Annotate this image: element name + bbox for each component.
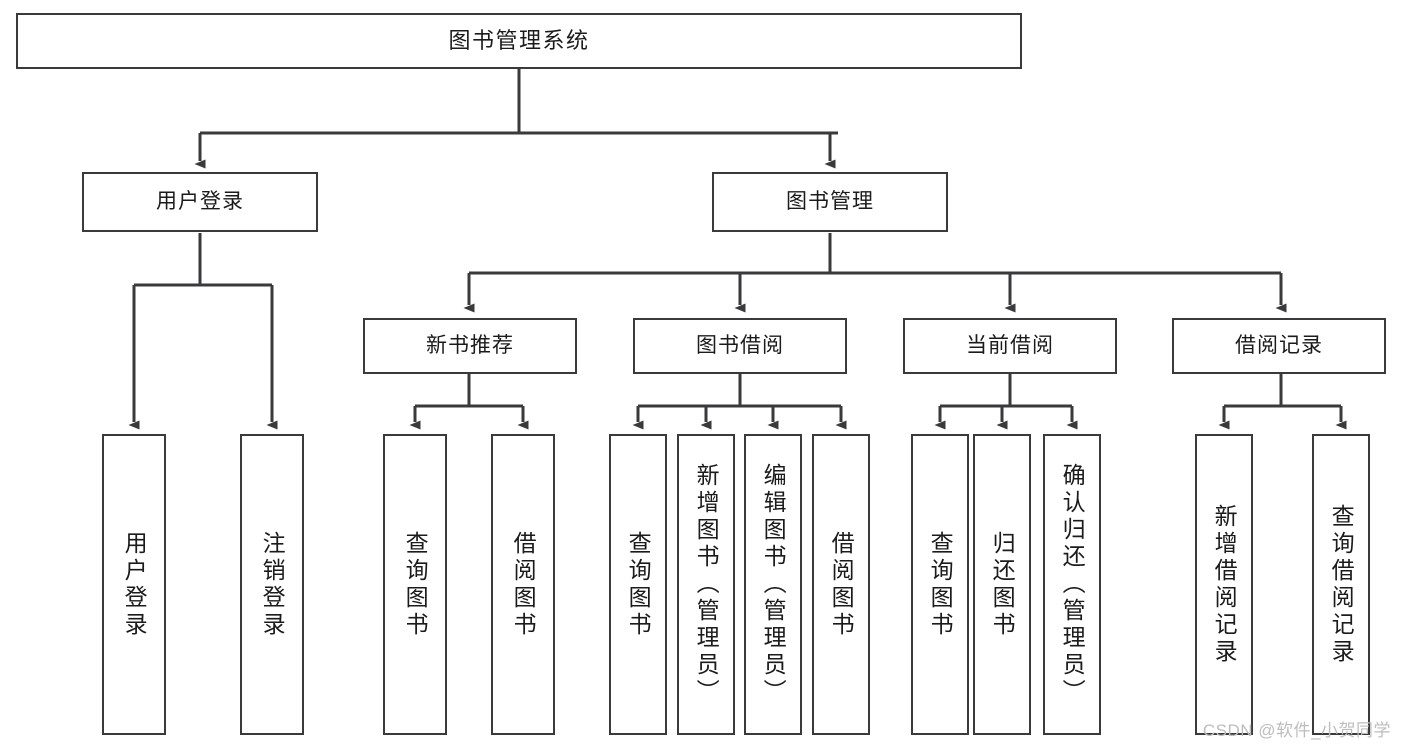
node-label: 借阅图书 — [510, 530, 537, 639]
node-book-borrow[interactable]: 图书借阅 — [633, 318, 847, 374]
node-label: 用户登录 — [156, 190, 244, 214]
node-label: 新书推荐 — [426, 334, 514, 358]
node-label: 查询图书 — [625, 530, 652, 639]
node-label: 新增图书（管理员） — [693, 463, 720, 706]
node-root-library-system[interactable]: 图书管理系统 — [16, 13, 1022, 69]
leaf-query-book-borrow[interactable]: 查询图书 — [609, 434, 667, 735]
node-borrow-records[interactable]: 借阅记录 — [1172, 318, 1386, 374]
leaf-query-book-recommend[interactable]: 查询图书 — [383, 434, 447, 735]
node-label: 确认归还（管理员） — [1059, 463, 1086, 706]
node-label: 图书管理系统 — [448, 27, 590, 53]
node-label: 查询图书 — [402, 530, 429, 639]
node-label: 查询借阅记录 — [1328, 503, 1355, 666]
csdn-watermark: CSDN @软件_小贺同学 — [1202, 721, 1391, 740]
node-label: 图书管理 — [786, 190, 874, 214]
node-label: 查询图书 — [927, 530, 954, 639]
leaf-user-login[interactable]: 用户登录 — [102, 434, 166, 735]
leaf-edit-book-admin[interactable]: 编辑图书（管理员） — [744, 434, 802, 735]
node-label: 借阅记录 — [1235, 334, 1323, 358]
node-label: 新增借阅记录 — [1211, 503, 1238, 666]
node-label: 编辑图书（管理员） — [760, 463, 787, 706]
leaf-add-borrow-record[interactable]: 新增借阅记录 — [1195, 434, 1253, 735]
leaf-logout[interactable]: 注销登录 — [240, 434, 304, 735]
node-label: 当前借阅 — [966, 334, 1054, 358]
node-book-management[interactable]: 图书管理 — [712, 172, 948, 232]
node-label: 图书借阅 — [696, 334, 784, 358]
leaf-borrow-book-recommend[interactable]: 借阅图书 — [491, 434, 555, 735]
node-label: 用户登录 — [121, 530, 148, 639]
leaf-borrow-book[interactable]: 借阅图书 — [812, 434, 870, 735]
node-label: 归还图书 — [989, 530, 1016, 639]
node-current-borrow[interactable]: 当前借阅 — [903, 318, 1117, 374]
leaf-add-book-admin[interactable]: 新增图书（管理员） — [677, 434, 735, 735]
node-label: 注销登录 — [259, 530, 286, 639]
node-new-book-recommend[interactable]: 新书推荐 — [363, 318, 577, 374]
node-label: 借阅图书 — [828, 530, 855, 639]
leaf-query-book-current[interactable]: 查询图书 — [911, 434, 969, 735]
leaf-confirm-return-admin[interactable]: 确认归还（管理员） — [1043, 434, 1101, 735]
node-user-login[interactable]: 用户登录 — [82, 172, 318, 232]
leaf-query-borrow-record[interactable]: 查询借阅记录 — [1312, 434, 1370, 735]
leaf-return-book[interactable]: 归还图书 — [973, 434, 1031, 735]
